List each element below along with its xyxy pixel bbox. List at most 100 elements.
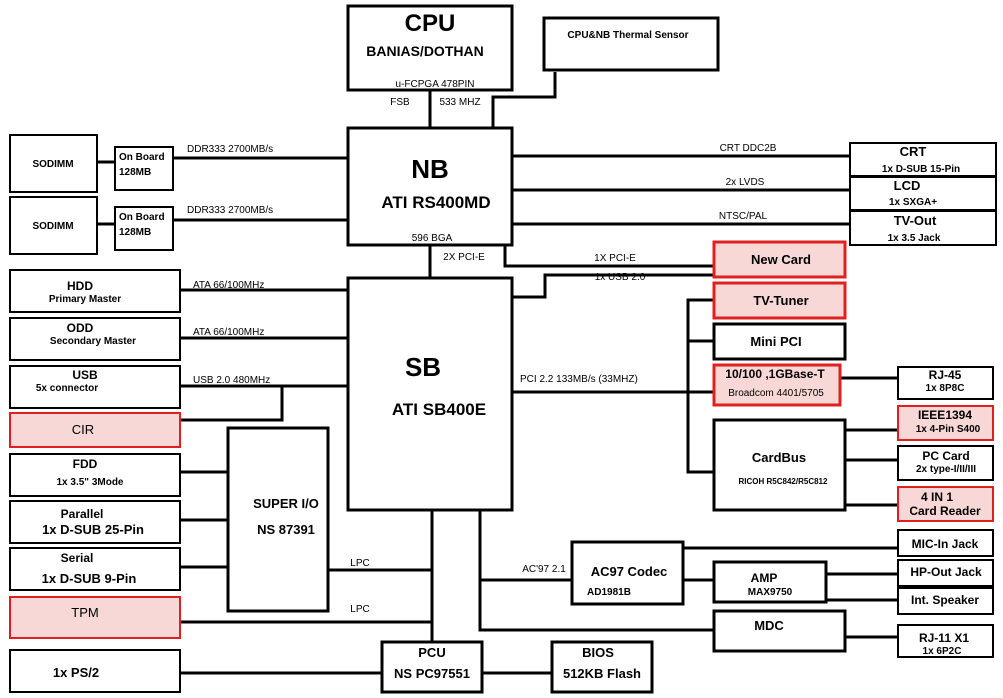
sodimm-slot-label: SODIMM bbox=[32, 159, 73, 170]
serial-sub: 1x D-SUB 9-Pin bbox=[42, 571, 137, 586]
sodimm-slot-label: SODIMM bbox=[32, 221, 73, 232]
speaker-block: Int. Speaker bbox=[897, 587, 994, 615]
lan-block: 10/100 ,1GBase-T Broadcom 4401/5705 bbox=[712, 363, 842, 407]
memory-row-2: SODIMM On Board 128MB DDR333 2700MB/s bbox=[9, 196, 273, 255]
pcu-model: NS PC97551 bbox=[394, 666, 470, 681]
usb-bus-label: USB 2.0 480MHz bbox=[193, 375, 270, 386]
hdd-title: HDD bbox=[67, 279, 93, 293]
nb-model: ATI RS400MD bbox=[381, 193, 490, 212]
newcard-label: New Card bbox=[751, 252, 811, 267]
mdc-block: MDC bbox=[712, 609, 847, 653]
rj11-title: RJ-11 X1 bbox=[919, 631, 969, 645]
lcd-sub: 1x SXGA+ bbox=[889, 197, 937, 208]
lvds-bus-label: 2x LVDS bbox=[726, 177, 765, 188]
amp-block: AMP MAX9750 bbox=[712, 560, 828, 604]
lcd-block: LCD 1x SXGA+ bbox=[849, 176, 997, 211]
tpm-label: TPM bbox=[71, 605, 98, 620]
newcard-usb-label: 1x USB 2.0 bbox=[595, 272, 646, 283]
ieee1394-sub: 1x 4-Pin S400 bbox=[916, 424, 981, 435]
usb-title: USB bbox=[72, 368, 98, 382]
memory-bus-label: DDR333 2700MB/s bbox=[187, 205, 273, 216]
minipci-label: Mini PCI bbox=[750, 334, 801, 349]
nb-title: NB bbox=[411, 154, 449, 184]
cardreader-sub: Card Reader bbox=[909, 504, 981, 518]
fdd-block: FDD 1x 3.5" 3Mode bbox=[9, 453, 181, 497]
tv-bus-label: NTSC/PAL bbox=[719, 211, 768, 222]
cpu-model: BANIAS/DOTHAN bbox=[366, 43, 483, 59]
amp-model: MAX9750 bbox=[748, 587, 793, 598]
ieee1394-title: IEEE1394 bbox=[918, 408, 972, 422]
hdd-sub: Primary Master bbox=[49, 294, 121, 305]
speaker-label: Int. Speaker bbox=[911, 593, 979, 607]
onboard-label: On Board bbox=[119, 212, 165, 223]
connection-lines bbox=[97, 72, 898, 675]
crt-bus-label: CRT DDC2B bbox=[720, 143, 777, 154]
lpc-label-1: LPC bbox=[350, 558, 369, 569]
pccard-sub: 2x type-I/II/III bbox=[916, 464, 976, 475]
cardbus-model: RICOH R5C842/R5C812 bbox=[739, 477, 828, 486]
tvtuner-label: TV-Tuner bbox=[753, 293, 808, 308]
tvtuner-block: TV-Tuner bbox=[712, 281, 847, 320]
parallel-block: Parallel 1x D-SUB 25-Pin bbox=[9, 500, 181, 544]
cardreader-title: 4 IN 1 bbox=[921, 490, 953, 504]
nb-package: 596 BGA bbox=[412, 233, 453, 244]
crt-block: CRT 1x D-SUB 15-Pin bbox=[849, 142, 997, 177]
odd-bus-label: ATA 66/100MHz bbox=[193, 327, 264, 338]
bios-block: BIOS 512KB Flash bbox=[550, 640, 654, 694]
bios-title: BIOS bbox=[582, 645, 614, 660]
superio-model: NS 87391 bbox=[257, 522, 315, 537]
newcard-pcie-label: 1X PCI-E bbox=[594, 253, 636, 264]
fdd-sub: 1x 3.5" 3Mode bbox=[57, 477, 124, 488]
hp-out-block: HP-Out Jack bbox=[897, 559, 994, 587]
onboard-size: 128MB bbox=[119, 167, 151, 178]
amp-title: AMP bbox=[751, 571, 778, 585]
cardbus-block: CardBus RICOH R5C842/R5C812 bbox=[712, 418, 847, 512]
tvout-sub: 1x 3.5 Jack bbox=[888, 233, 941, 244]
fsb-label: FSB bbox=[390, 97, 410, 108]
onboard-size: 128MB bbox=[119, 227, 151, 238]
lpc-label-2: LPC bbox=[350, 604, 369, 615]
mic-in-block: MIC-In Jack bbox=[897, 529, 994, 557]
cardreader-block: 4 IN 1 Card Reader bbox=[897, 486, 994, 522]
rj45-title: RJ-45 bbox=[929, 368, 962, 382]
crt-sub: 1x D-SUB 15-Pin bbox=[882, 164, 960, 175]
pcu-title: PCU bbox=[418, 645, 445, 660]
cardbus-title: CardBus bbox=[752, 450, 806, 465]
pccard-title: PC Card bbox=[922, 449, 969, 463]
superio-title: SUPER I/O bbox=[253, 496, 319, 511]
sb-title: SB bbox=[405, 352, 441, 382]
crt-title: CRT bbox=[900, 144, 927, 159]
minipci-block: Mini PCI bbox=[712, 322, 847, 361]
southbridge-block: SB ATI SB400E bbox=[346, 276, 514, 512]
parallel-sub: 1x D-SUB 25-Pin bbox=[42, 522, 144, 537]
onboard-label: On Board bbox=[119, 152, 165, 163]
lan-model: Broadcom 4401/5705 bbox=[728, 388, 824, 399]
serial-title: Serial bbox=[61, 551, 94, 565]
ps2-block: 1x PS/2 bbox=[9, 649, 181, 693]
odd-block: ODD Secondary Master bbox=[9, 317, 181, 361]
pccard-block: PC Card 2x type-I/II/III bbox=[897, 445, 994, 481]
hdd-bus-label: ATA 66/100MHz bbox=[193, 280, 264, 291]
cir-block: CIR bbox=[9, 412, 181, 448]
hdd-block: HDD Primary Master bbox=[9, 269, 181, 313]
parallel-title: Parallel bbox=[61, 507, 104, 521]
ps2-label: 1x PS/2 bbox=[53, 665, 99, 680]
odd-sub: Secondary Master bbox=[50, 336, 136, 347]
newcard-block: New Card bbox=[712, 240, 847, 279]
tvout-block: TV-Out 1x 3.5 Jack bbox=[849, 210, 997, 246]
mic-in-label: MIC-In Jack bbox=[912, 537, 979, 551]
lcd-title: LCD bbox=[894, 178, 921, 193]
fdd-title: FDD bbox=[73, 457, 98, 471]
memory-bus-label: DDR333 2700MB/s bbox=[187, 144, 273, 155]
ieee1394-block: IEEE1394 1x 4-Pin S400 bbox=[897, 405, 994, 441]
cpu-title: CPU bbox=[405, 10, 456, 37]
pci-bus-label: PCI 2.2 133MB/s (33MHZ) bbox=[520, 374, 638, 385]
codec-block: AC97 Codec AD1981B bbox=[570, 540, 685, 606]
serial-block: Serial 1x D-SUB 9-Pin bbox=[9, 547, 181, 591]
usb-block: USB 5x connector bbox=[9, 365, 181, 409]
cpu-block: CPU BANIAS/DOTHAN u-FCPGA 478PIN bbox=[346, 4, 514, 92]
rj11-sub: 1x 6P2C bbox=[923, 646, 962, 657]
thermal-sensor-block: CPU&NB Thermal Sensor bbox=[542, 16, 720, 72]
bios-model: 512KB Flash bbox=[563, 666, 641, 681]
